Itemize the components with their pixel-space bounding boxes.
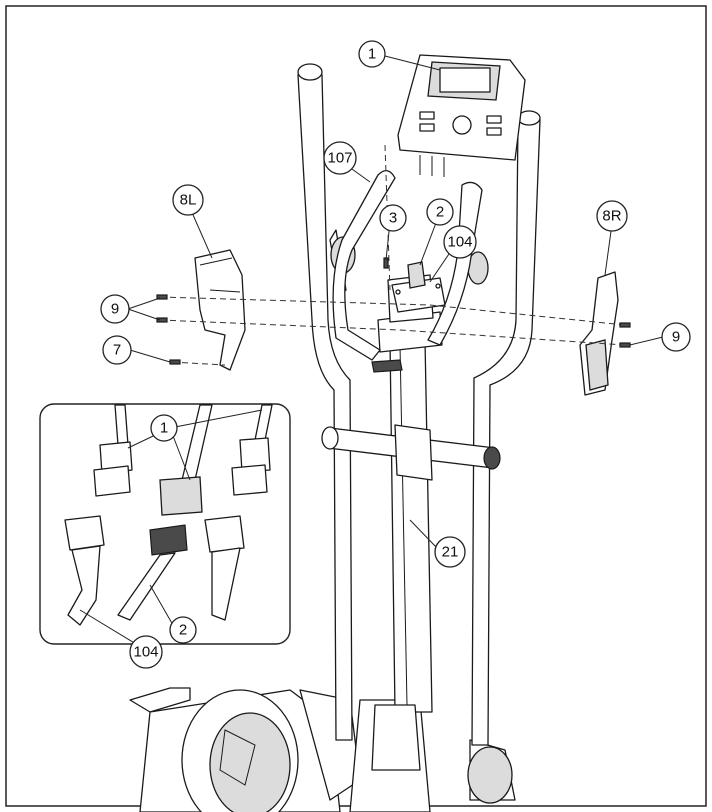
lower-handlebar xyxy=(321,424,501,481)
callout-1-inset: 1 xyxy=(150,414,178,442)
callout-21: 21 xyxy=(434,536,466,568)
callout-104-inset: 104 xyxy=(129,635,163,669)
right-arm-tube xyxy=(467,110,541,746)
console xyxy=(397,54,526,177)
callout-7: 7 xyxy=(102,335,132,365)
callout-2-inset-label: 2 xyxy=(179,622,187,639)
callout-1-top-label: 1 xyxy=(368,46,376,63)
callout-104-inset-label: 104 xyxy=(133,644,158,661)
callout-7-label: 7 xyxy=(113,342,121,359)
callout-9-left: 9 xyxy=(100,294,130,324)
callout-9-left-label: 9 xyxy=(111,301,119,318)
callout-2-top-label: 2 xyxy=(436,204,444,221)
bolt-alignment-lines xyxy=(159,144,626,366)
connector-inset xyxy=(39,403,291,645)
central-mast xyxy=(371,274,443,771)
left-shroud xyxy=(194,249,246,371)
callout-2-top: 2 xyxy=(426,198,454,226)
callout-1-inset-label: 1 xyxy=(160,420,168,437)
inner-handlebar xyxy=(332,170,483,361)
bolts xyxy=(156,257,631,373)
callout-9-right: 9 xyxy=(661,322,691,352)
callout-107: 107 xyxy=(323,141,357,175)
callout-9-right-label: 9 xyxy=(672,329,680,346)
callout-104-top-label: 104 xyxy=(447,234,472,251)
callout-3-label: 3 xyxy=(389,210,397,227)
callout-8L-label: 8L xyxy=(180,192,197,209)
callout-8L: 8L xyxy=(172,184,204,216)
callout-2-inset: 2 xyxy=(169,616,197,644)
base-frame xyxy=(129,687,516,812)
callout-3: 3 xyxy=(379,204,407,232)
callout-1-top: 1 xyxy=(358,40,386,68)
cable-bracket xyxy=(391,261,446,313)
callout-104-top: 104 xyxy=(443,225,477,259)
callout-107-label: 107 xyxy=(327,150,352,167)
callout-8R: 8R xyxy=(596,200,628,232)
right-shroud xyxy=(579,271,619,396)
callout-8R-label: 8R xyxy=(602,208,621,225)
callout-21-label: 21 xyxy=(442,544,459,561)
